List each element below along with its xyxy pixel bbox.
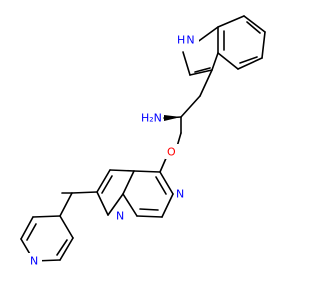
naphthyridine-nitrogen-label: N xyxy=(116,210,124,223)
bond xyxy=(199,69,213,97)
label-mask xyxy=(174,186,188,201)
bond xyxy=(243,15,266,33)
bond xyxy=(217,52,239,70)
label-mask xyxy=(28,253,42,268)
bond xyxy=(109,169,135,172)
bond xyxy=(195,26,219,44)
bond xyxy=(180,95,201,118)
bond xyxy=(122,193,138,217)
bond xyxy=(261,31,266,59)
bond xyxy=(211,52,219,71)
pyridine-nitrogen-label: N xyxy=(30,255,38,268)
naphthyridine-nitrogen-label: N xyxy=(176,188,184,201)
bond xyxy=(189,69,213,76)
bond xyxy=(122,170,135,195)
label-mask xyxy=(114,208,128,223)
bond xyxy=(32,215,61,218)
bond xyxy=(96,169,111,193)
indole-nh-label: H N xyxy=(177,34,195,47)
atom-label-layer: H N H₂N O N N N xyxy=(28,31,199,268)
stereo-wedge xyxy=(164,115,181,121)
molecule-canvas: H N H₂N O N N N xyxy=(20,15,266,268)
bond xyxy=(217,15,245,28)
bond xyxy=(133,170,161,173)
bond xyxy=(59,192,73,217)
bond xyxy=(139,208,159,211)
bond xyxy=(59,237,74,261)
bond xyxy=(107,193,124,216)
label-mask xyxy=(165,144,179,159)
bond xyxy=(96,191,109,216)
label-mask xyxy=(138,110,162,127)
molecule-structure: H N H₂N O N N N xyxy=(20,15,266,268)
bond-layer xyxy=(20,15,266,262)
bond xyxy=(136,215,163,218)
bond xyxy=(194,67,211,73)
label-mask xyxy=(175,31,199,48)
bond xyxy=(237,57,263,70)
bond xyxy=(159,171,174,195)
bond xyxy=(59,215,74,239)
bond xyxy=(161,193,174,218)
ether-oxygen-label: O xyxy=(167,146,176,159)
bond xyxy=(56,239,68,256)
bond xyxy=(20,216,34,240)
amine-nh2-label: H₂N xyxy=(141,112,162,125)
bond xyxy=(155,176,167,195)
bond xyxy=(26,223,37,241)
bond xyxy=(182,51,191,76)
bond xyxy=(71,191,98,194)
bond xyxy=(239,56,258,64)
bond xyxy=(246,21,261,34)
bond xyxy=(101,175,113,194)
